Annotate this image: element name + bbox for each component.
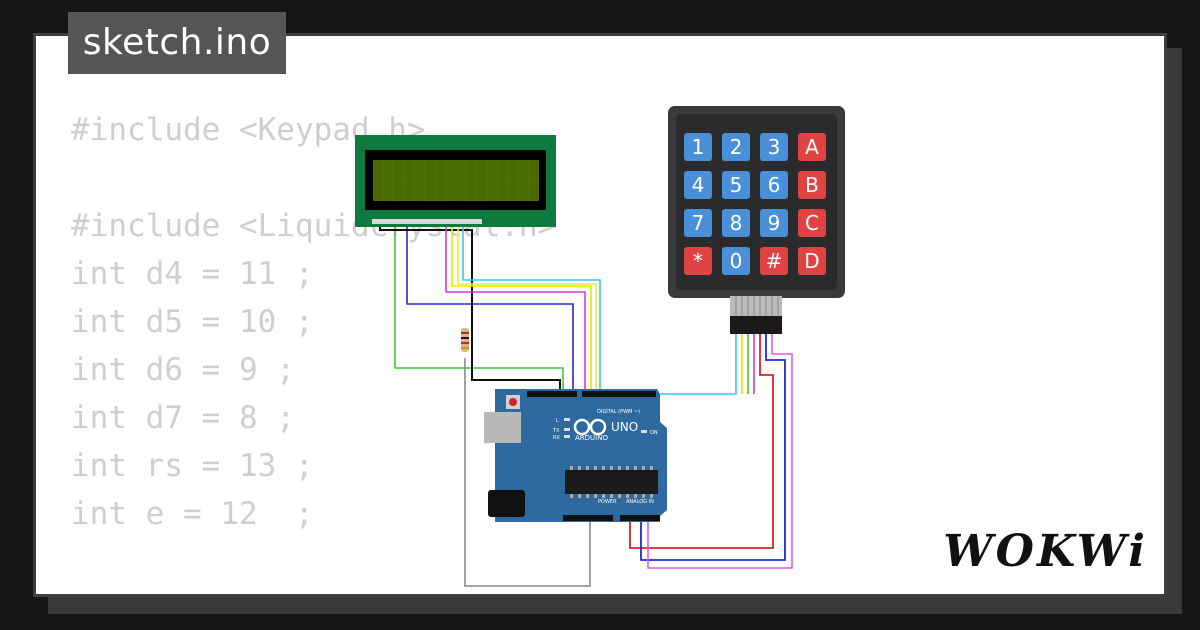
- keypad-key-label: 5: [730, 173, 743, 197]
- led-tx-label: TX: [552, 428, 560, 434]
- keypad-key[interactable]: [722, 133, 750, 161]
- lcd-display: [355, 135, 556, 227]
- analog-label: ANALOG IN: [626, 499, 654, 505]
- wire-green: [394, 220, 564, 394]
- keypad-key-label: 1: [692, 135, 705, 159]
- keypad-key[interactable]: [798, 209, 826, 237]
- keypad-key-label: 3: [768, 135, 781, 159]
- reset-button: [509, 398, 517, 406]
- keypad-key-label: C: [805, 211, 819, 235]
- arduino-logo-icon: [573, 418, 607, 436]
- keypad-key-label: 6: [768, 173, 781, 197]
- keypad-key[interactable]: [722, 247, 750, 275]
- wire-keypad-cyan: [640, 334, 737, 395]
- keypad-key[interactable]: [760, 133, 788, 161]
- mcu-chip: [565, 470, 658, 494]
- wire-keypad-blue: [640, 334, 786, 561]
- keypad-key[interactable]: [760, 209, 788, 237]
- keypad-key[interactable]: [722, 209, 750, 237]
- file-tab[interactable]: sketch.ino: [68, 12, 286, 74]
- wires: [379, 220, 793, 587]
- keypad-key-label: 9: [768, 211, 781, 235]
- wokwi-logo: WOKWi: [943, 526, 1148, 577]
- keypad-key[interactable]: [684, 247, 712, 275]
- code-line: int d4 = 11 ;: [71, 256, 314, 292]
- wire-black: [379, 220, 561, 394]
- code-line: int rs = 13 ;: [71, 448, 314, 484]
- keypad-key[interactable]: [760, 171, 788, 199]
- keypad-key-label: B: [805, 173, 819, 197]
- keypad-key[interactable]: [798, 171, 826, 199]
- on-label: ON: [650, 430, 658, 436]
- keypad-key[interactable]: [798, 247, 826, 275]
- arduino-uno: ARDUINO UNO DIGITAL (PWM ~) POWER ANALOG…: [484, 389, 667, 522]
- led-l-label: L: [556, 418, 559, 424]
- keypad-key[interactable]: [684, 209, 712, 237]
- keypad-key-label: 8: [730, 211, 743, 235]
- keypad-key-label: #: [766, 249, 783, 273]
- wire-gray: [464, 358, 591, 587]
- usb-port: [484, 412, 521, 443]
- keypad-key-label: *: [693, 249, 703, 273]
- code-line: int d6 = 9 ;: [71, 352, 295, 388]
- power-jack: [488, 490, 525, 517]
- keypad-key-label: 0: [730, 249, 743, 273]
- keypad-key[interactable]: [722, 171, 750, 199]
- keypad-key-label: 4: [692, 173, 705, 197]
- keypad-key-label: D: [804, 249, 819, 273]
- wire-blue: [406, 220, 574, 394]
- lcd-pins: [372, 219, 482, 224]
- keypad-key-label: A: [805, 135, 819, 159]
- power-label: POWER: [598, 499, 617, 505]
- model-label: UNO: [611, 420, 638, 434]
- wire-cyan: [462, 220, 601, 394]
- code-line: int e = 12 ;: [71, 496, 314, 532]
- keypad-key[interactable]: [684, 133, 712, 161]
- resistor: [461, 328, 469, 352]
- code-line: int d5 = 10 ;: [71, 304, 314, 340]
- digital-label: DIGITAL (PWM ~): [597, 409, 640, 415]
- keypad-key-label: 2: [730, 135, 743, 159]
- wire-magenta: [445, 220, 586, 394]
- wire-keypad-pink: [647, 334, 793, 569]
- brand-label: ARDUINO: [575, 434, 608, 442]
- wire-yellow: [451, 220, 592, 394]
- lcd-grid: [373, 160, 539, 201]
- keypad-key[interactable]: [760, 247, 788, 275]
- wire-yellow-2: [457, 220, 597, 394]
- code-line: int d7 = 8 ;: [71, 400, 295, 436]
- keypad-key-label: 7: [692, 211, 705, 235]
- wire-keypad-red: [629, 334, 774, 549]
- keypad-key[interactable]: [798, 133, 826, 161]
- led-rx-label: RX: [553, 435, 560, 441]
- keypad-key[interactable]: [684, 171, 712, 199]
